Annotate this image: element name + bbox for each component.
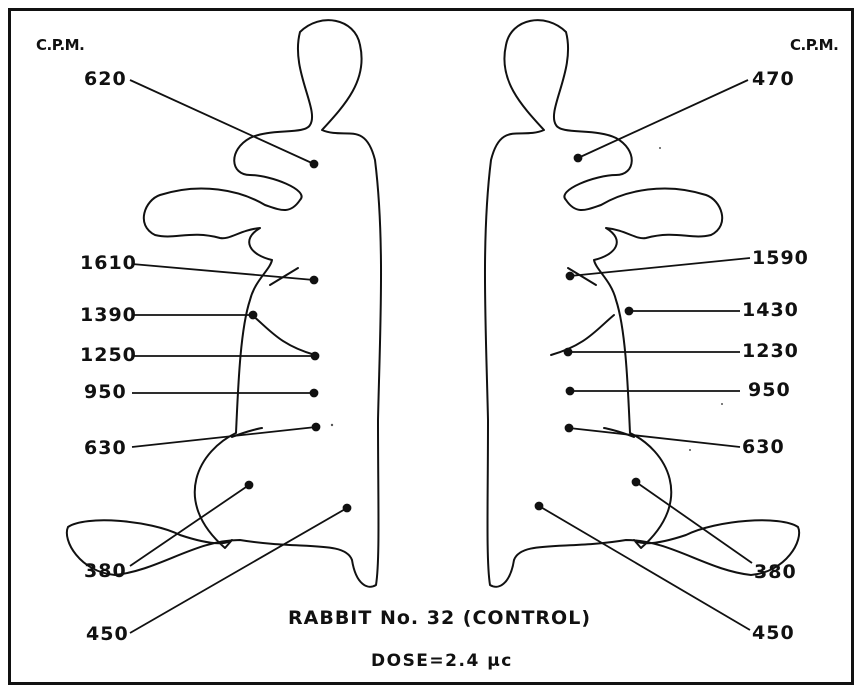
right-leader-470	[578, 80, 748, 158]
left-dot-1610	[311, 277, 318, 284]
left-reading-620: 620	[84, 70, 127, 89]
right-unit-label: C.P.M.	[790, 38, 838, 53]
left-leader-630	[132, 427, 316, 447]
left-dot-620	[311, 161, 318, 168]
right-dot-1230	[565, 349, 572, 356]
left-dot-1250	[312, 353, 319, 360]
left-unit-label: C.P.M.	[36, 38, 84, 53]
right-dot-950	[567, 388, 574, 395]
left-dot-950	[311, 390, 318, 397]
left-dot-1390	[250, 312, 257, 319]
right-dot-380	[633, 479, 640, 486]
left-reading-1390: 1390	[80, 306, 137, 325]
left-dot-630	[313, 424, 320, 431]
left-reading-950: 950	[84, 383, 127, 402]
figure-title: RABBIT No. 32 (CONTROL)	[288, 609, 591, 628]
left-dot-380	[246, 482, 253, 489]
right-reading-380: 380	[754, 563, 797, 582]
right-dot-470	[575, 155, 582, 162]
right-reading-950: 950	[748, 381, 791, 400]
dose-label: DOSE=2.4 µc	[371, 653, 513, 670]
right-reading-450: 450	[752, 624, 795, 643]
right-leader-630	[569, 428, 740, 447]
left-reading-1250: 1250	[80, 346, 137, 365]
right-reading-630: 630	[742, 438, 785, 457]
left-reading-450: 450	[86, 625, 129, 644]
left-reading-1610: 1610	[80, 254, 137, 273]
left-reading-630: 630	[84, 439, 127, 458]
left-dot-450	[344, 505, 351, 512]
right-dot-450	[536, 503, 543, 510]
right-reading-1430: 1430	[742, 301, 799, 320]
right-reading-470: 470	[752, 70, 795, 89]
right-reading-1590: 1590	[752, 249, 809, 268]
right-dot-1590	[567, 273, 574, 280]
right-dot-630	[566, 425, 573, 432]
right-dot-1430	[626, 308, 633, 315]
right-spine-curve	[551, 315, 614, 355]
right-reading-1230: 1230	[742, 342, 799, 361]
left-leader-1610	[132, 264, 314, 280]
left-leader-620	[130, 80, 314, 164]
left-reading-380: 380	[84, 562, 127, 581]
left-spine-curve	[252, 315, 315, 355]
